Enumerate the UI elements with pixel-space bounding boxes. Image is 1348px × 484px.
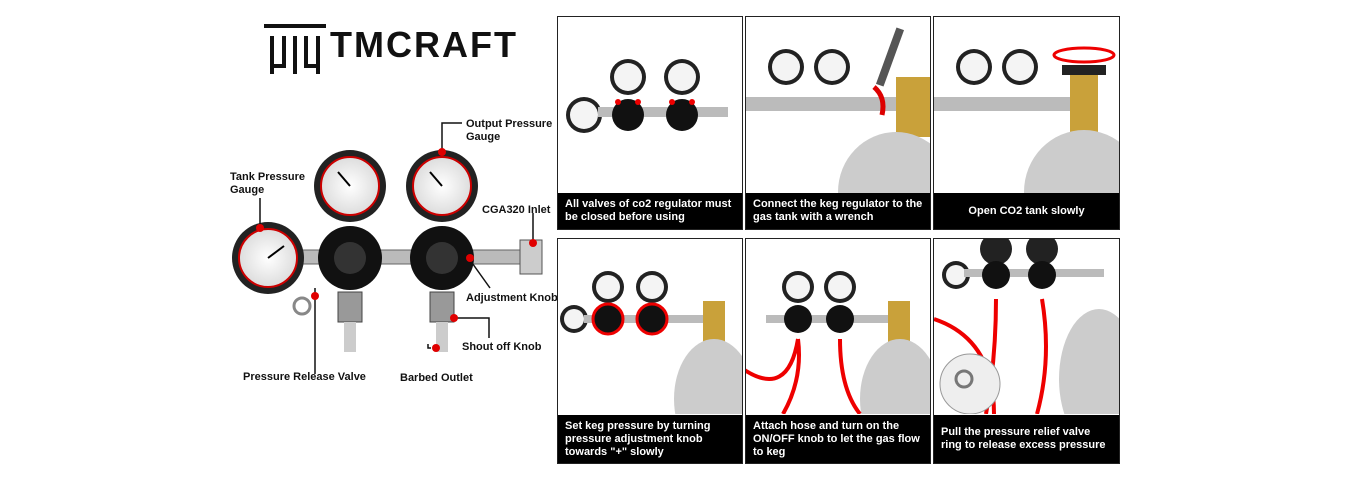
pressure-release-valve-label: Pressure Release Valve xyxy=(243,371,366,383)
step-panel-6: Pull the pressure relief valve ring to r… xyxy=(933,238,1120,464)
shutoff-valve-right-icon xyxy=(429,291,455,352)
step-caption: Connect the keg regulator to the gas tan… xyxy=(746,193,930,229)
pull-relief-valve-photo-icon xyxy=(934,239,1119,414)
brand-name: TMCRAFT xyxy=(330,24,518,65)
tank-pressure-gauge-icon xyxy=(232,222,304,294)
step-caption: Open CO2 tank slowly xyxy=(934,193,1119,229)
set-pressure-photo-icon xyxy=(560,271,742,414)
step-caption: Attach hose and turn on the ON/OFF knob … xyxy=(746,415,930,463)
step-caption: Set keg pressure by turning pressure adj… xyxy=(558,415,742,463)
attach-hose-photo-icon xyxy=(746,271,930,414)
regulator-diagram xyxy=(232,122,543,374)
step-panel-3: Open CO2 tank slowly xyxy=(933,16,1120,230)
manifold-pipe xyxy=(279,249,531,265)
step-panel-2: Connect the keg regulator to the gas tan… xyxy=(745,16,931,230)
shutoff-valve-left-icon xyxy=(337,291,363,352)
adjustment-knob-left-icon xyxy=(318,226,382,290)
cga320-inlet-label: CGA320 Inlet xyxy=(482,204,551,216)
step-panel-1: All valves of co2 regulator must be clos… xyxy=(557,16,743,230)
open-tank-photo-icon xyxy=(934,46,1119,193)
adjustment-knob-right-icon xyxy=(410,226,474,290)
tank-pressure-gauge-label: Tank Pressure Gauge xyxy=(230,171,306,196)
relief-valve-ring-icon xyxy=(292,296,312,316)
tank-connection-photo-icon xyxy=(746,27,930,193)
barbed-outlet-label: Barbed Outlet xyxy=(400,372,473,384)
shutoff-knob-label: Shout off Knob xyxy=(462,341,542,353)
brand-logo-icon xyxy=(264,24,326,74)
step-caption: Pull the pressure relief valve ring to r… xyxy=(934,415,1119,463)
regulator-photo-icon xyxy=(566,59,728,133)
output-pressure-gauge-label: Output Pressure Gauge xyxy=(466,118,553,143)
step-caption: All valves of co2 regulator must be clos… xyxy=(558,193,742,229)
step-panel-4: Set keg pressure by turning pressure adj… xyxy=(557,238,743,464)
adjustment-knob-label: Adjustment Knob xyxy=(466,292,558,304)
callout-lines xyxy=(259,122,534,374)
output-gauge-right-icon xyxy=(406,150,478,222)
step-panel-5: Attach hose and turn on the ON/OFF knob … xyxy=(745,238,931,464)
callout-markers xyxy=(256,148,537,352)
output-gauge-left-icon xyxy=(314,150,386,222)
